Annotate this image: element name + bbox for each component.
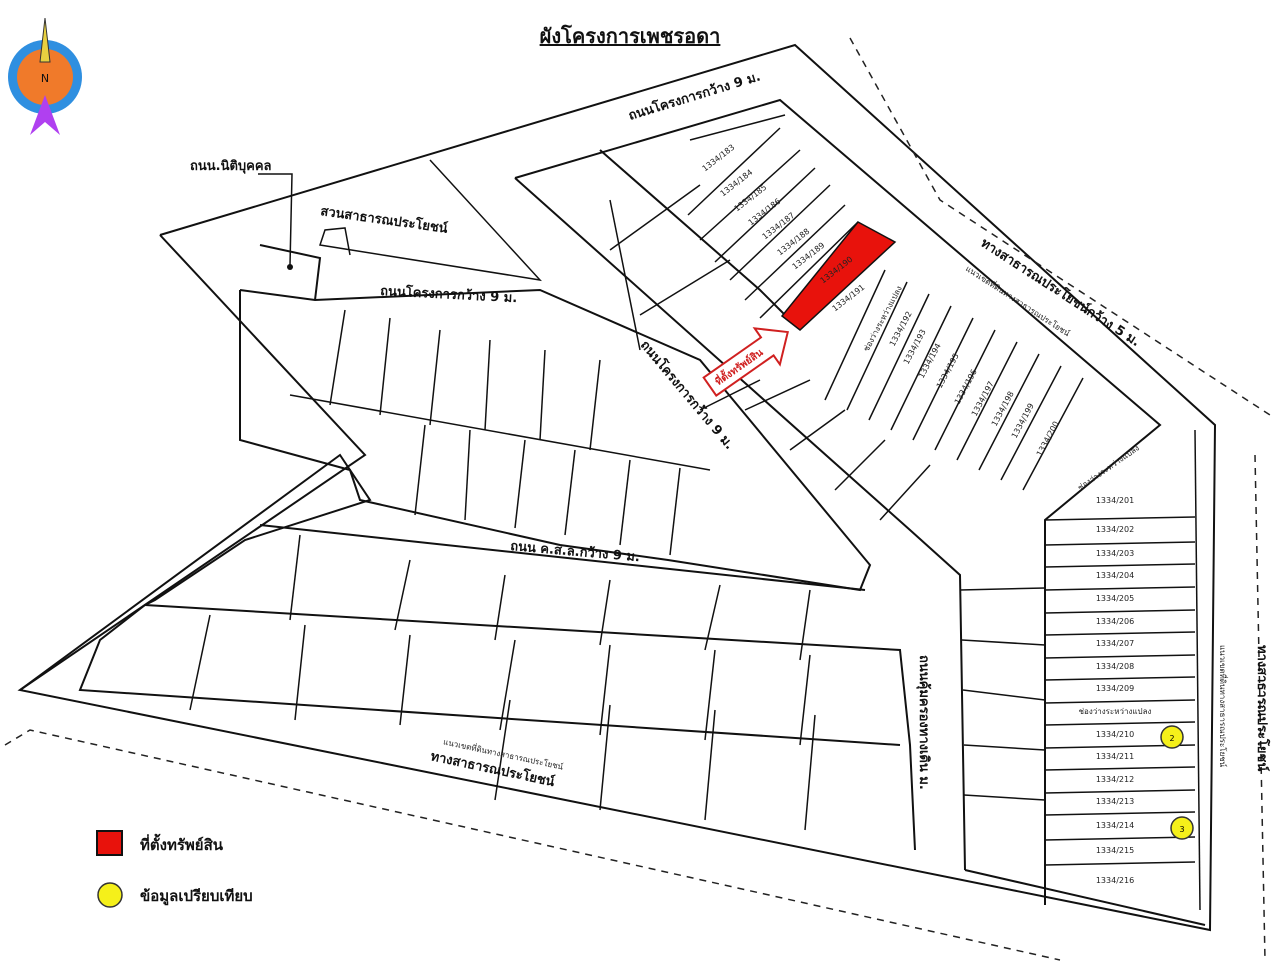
plot-divider: [1044, 541, 1196, 546]
plot-label[interactable]: 1334/208: [1096, 662, 1134, 671]
comparable-marker[interactable]: 2: [1160, 725, 1184, 749]
plot-divider: [824, 269, 886, 401]
plot-label[interactable]: 1334/201: [1096, 496, 1134, 505]
plot-divider: [687, 127, 781, 216]
plot-label[interactable]: 1334/207: [1096, 639, 1134, 648]
plot-label[interactable]: 1334/206: [1096, 617, 1134, 626]
plot-divider: [699, 149, 801, 241]
gap-strip-label[interactable]: ช่องว่างระหว่างแปลง: [1076, 443, 1141, 492]
plot-divider: [868, 293, 930, 421]
plot-divider: [1044, 586, 1196, 591]
plot-label[interactable]: 1334/212: [1096, 775, 1134, 784]
plot-divider: [1044, 721, 1196, 726]
plot-label[interactable]: 1334/183: [701, 143, 737, 174]
plot-label[interactable]: 1334/197: [970, 380, 996, 418]
plot-label[interactable]: 1334/215: [1096, 846, 1134, 855]
gap-strip-label[interactable]: ช่องว่างระหว่างแปลง: [1079, 707, 1152, 716]
compass-label: N: [41, 72, 49, 85]
plot-divider: [1044, 609, 1196, 614]
legend: ที่ตั้งทรัพย์สิน ข้อมูลเปรียบเทียบ: [96, 830, 253, 908]
plot-divider: [1044, 654, 1196, 659]
compass-icon: N: [8, 17, 82, 135]
legend-subject-label: ที่ตั้งทรัพย์สิน: [140, 833, 224, 854]
plot-divider: [1044, 699, 1196, 704]
plot-divider: [1044, 563, 1196, 568]
road-label: ถนนโครงการกว้าง 9 ม.: [380, 282, 518, 306]
comparable-marker[interactable]: 3: [1170, 816, 1194, 840]
site-boundary: [4, 37, 1271, 961]
svg-text:3: 3: [1179, 825, 1184, 834]
plot-label[interactable]: 1334/204: [1096, 571, 1134, 580]
plot-label[interactable]: 1334/195: [935, 352, 961, 390]
park-label: สวนสาธารณประโยชน์: [319, 202, 448, 237]
juristic-label: ถนน.นิติบุคคล: [190, 159, 272, 174]
plot-divider: [1044, 789, 1196, 794]
plot-divider: [1044, 811, 1196, 816]
svg-text:2: 2: [1169, 734, 1174, 743]
plot-label[interactable]: 1334/202: [1096, 525, 1134, 534]
plot-divider: [934, 329, 996, 451]
plot-divider: [1044, 676, 1196, 681]
plot-divider: [714, 167, 816, 263]
subject-plot-highlight[interactable]: [780, 221, 897, 331]
plot-divider: [1044, 516, 1196, 521]
legend-subject-swatch: [96, 830, 123, 856]
plot-label[interactable]: 1334/211: [1096, 752, 1134, 761]
plot-divider: [978, 353, 1040, 471]
legend-comparable-swatch: [97, 882, 123, 908]
plot-divider: [1044, 631, 1196, 636]
legend-comparable-label: ข้อมูลเปรียบเทียบ: [140, 887, 253, 906]
plot-divider: [890, 305, 952, 431]
plot-divider: [1022, 377, 1084, 491]
plot-divider: [1044, 766, 1196, 771]
road-label: ถนนคุ้มครองทางเดิน ม.: [916, 655, 932, 790]
plot-divider: [956, 341, 1018, 461]
plot-label[interactable]: 1334/194: [917, 342, 943, 380]
plot-label[interactable]: 1334/203: [1096, 549, 1134, 558]
plot-label[interactable]: 1334/193: [902, 328, 928, 366]
plot-divider: [1044, 836, 1196, 841]
plot-divider: [729, 184, 831, 281]
plot-divider: [744, 204, 846, 301]
boundary-label: แนวเขตที่ดินทางสาธารณประโยชน์: [1218, 645, 1229, 768]
plot-label[interactable]: 1334/210: [1096, 730, 1134, 739]
plot-divider: [759, 221, 859, 319]
plot-label[interactable]: 1334/198: [990, 390, 1016, 428]
plot-label[interactable]: 1334/213: [1096, 797, 1134, 806]
plot-label[interactable]: 1334/209: [1096, 684, 1134, 693]
road-label: ทางสาธารณประโยชน์: [1254, 645, 1271, 771]
plot-divider: [1000, 365, 1062, 481]
plot-label[interactable]: 1334/196: [953, 368, 979, 406]
plot-divider: [846, 281, 908, 411]
map-title: ผังโครงการเพชรอดา: [540, 24, 721, 48]
plot-divider: [1044, 861, 1196, 866]
plot-label[interactable]: 1334/216: [1096, 876, 1134, 885]
plot-label[interactable]: 1334/205: [1096, 594, 1134, 603]
plot-label[interactable]: 1334/200: [1035, 420, 1061, 458]
plot-divider: [689, 114, 786, 141]
plot-divider: [912, 317, 974, 441]
plot-label[interactable]: 1334/214: [1096, 821, 1134, 830]
